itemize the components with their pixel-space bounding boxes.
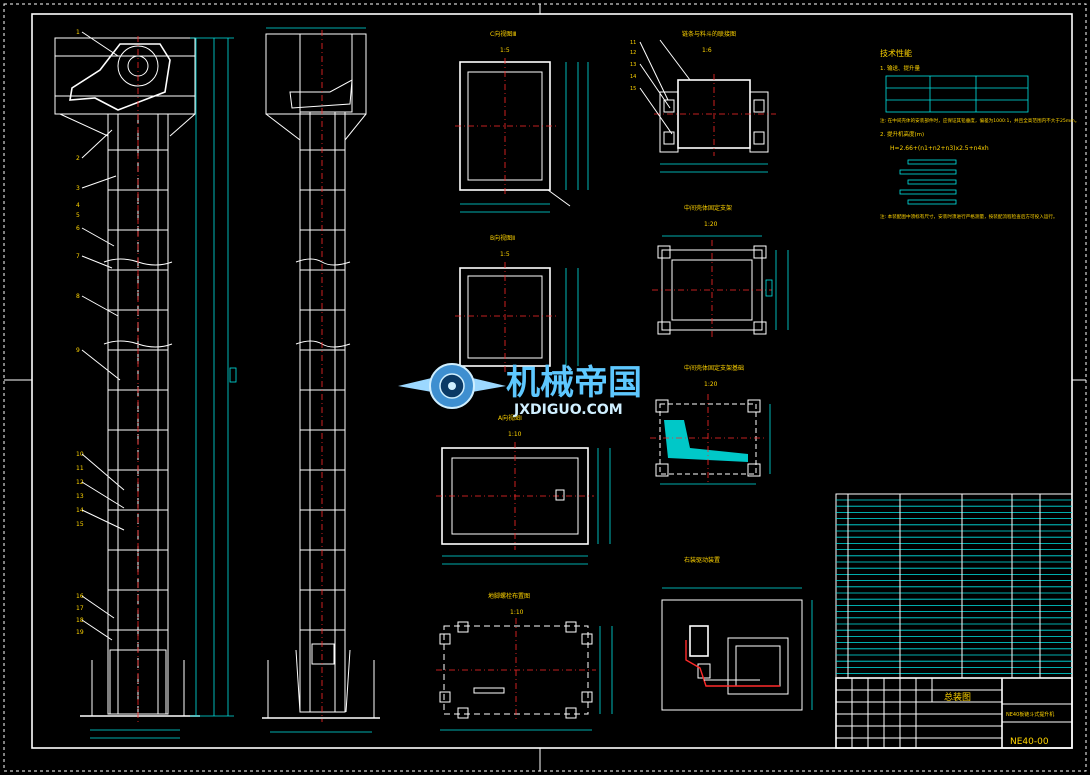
b-view-scale: 1:5 <box>500 251 510 258</box>
tech-note-2: 注: 本装配图中须标有尺寸，安装时须进行严格测量，按装配流程检查后方可投入运行。 <box>880 213 1058 220</box>
bolt-layout-view: 地脚螺栓布置图 1:10 <box>436 592 613 731</box>
part-label: 17 <box>76 605 84 612</box>
part-label: 15 <box>76 521 84 528</box>
part-label: 4 <box>76 202 80 209</box>
watermark-sub-text: JXDIGUO.COM <box>513 402 623 418</box>
tech-item-2: 2. 提升机高度(m) <box>880 130 924 138</box>
part-label: 14 <box>76 507 84 514</box>
chain-view-scale: 1:6 <box>702 47 712 54</box>
mid-support-base-title: 中间壳体固定支架基础 <box>684 364 744 372</box>
chain-part-label: 13 <box>630 62 636 68</box>
c-view: C向视图Ⅲ 1:5 <box>455 30 589 213</box>
mid-support-view: 中间壳体固定支架 1:20 <box>652 204 789 340</box>
chain-part-label: 12 <box>630 50 636 56</box>
part-label: 5 <box>76 212 80 219</box>
watermark: 机械帝国 JXDIGUO.COM <box>398 363 642 418</box>
a-view: A向视图Ⅰ 1:10 <box>436 414 611 565</box>
part-label: 6 <box>76 225 80 232</box>
part-label: 1 <box>76 29 80 36</box>
a-view-title: A向视图Ⅰ <box>498 414 522 422</box>
part-label: 3 <box>76 185 80 192</box>
part-label: 16 <box>76 593 84 600</box>
part-label: 18 <box>76 617 84 624</box>
drive-layout-title: 右装驱动装置 <box>684 556 720 564</box>
chain-part-label: 15 <box>630 86 636 92</box>
drawing-name: 总装图 <box>944 691 971 703</box>
part-label: 10 <box>76 451 84 458</box>
watermark-logo-icon <box>398 363 506 409</box>
chain-hopper-view: 链条与料斗的联接图 1:6 11 12 13 14 15 <box>630 30 776 173</box>
part-label: 8 <box>76 293 80 300</box>
chain-view-title: 链条与料斗的联接图 <box>682 30 736 38</box>
front-elevation-view <box>54 36 237 739</box>
tech-formula: H=2.66+(n1+n2+n3)x2.5+n4xh <box>890 145 989 152</box>
c-view-title: C向视图Ⅲ <box>490 30 516 38</box>
tech-table-2 <box>899 159 957 205</box>
part-label: 9 <box>76 347 80 354</box>
drive-layout-view: 右装驱动装置 <box>661 556 813 711</box>
part-label: 19 <box>76 629 84 636</box>
b-view: B向视图Ⅱ 1:5 <box>455 234 579 372</box>
technical-performance-block: 技术性能 1. 输送、提升量 注: 在中间壳体的安装部件时，应保证其铅垂度，偏差… <box>880 48 1079 220</box>
mid-support-title: 中间壳体固定支架 <box>684 204 732 212</box>
part-label: 7 <box>76 253 80 260</box>
parts-list-table <box>835 493 1073 679</box>
part-number-callouts: 1 2 3 4 5 6 7 8 9 10 11 12 13 14 15 16 1… <box>76 29 125 641</box>
c-view-scale: 1:5 <box>500 47 510 54</box>
bolt-layout-scale: 1:10 <box>510 609 524 616</box>
tech-title: 技术性能 <box>880 48 912 58</box>
mid-support-base-view: 中间壳体固定支架基础 1:20 <box>650 364 771 485</box>
chain-part-label: 14 <box>630 74 636 80</box>
bolt-layout-title: 地脚螺栓布置图 <box>488 592 530 600</box>
part-label: 13 <box>76 493 84 500</box>
mid-support-scale: 1:20 <box>704 221 718 228</box>
tech-note-1: 注: 在中间壳体的安装部件时，应保证其铅垂度，偏差为1000:1，并且全高范围内… <box>880 117 1079 124</box>
title-block: 总装图 NE40板链斗式提升机 NE40-00 <box>835 677 1073 749</box>
b-view-title: B向视图Ⅱ <box>490 234 515 242</box>
mid-support-base-scale: 1:20 <box>704 381 718 388</box>
drawing-number: NE40-00 <box>1010 737 1049 747</box>
side-frame-rungs <box>300 149 345 631</box>
part-label: 2 <box>76 155 80 162</box>
drawing-frame <box>3 3 1087 772</box>
watermark-main-text: 机械帝国 <box>506 363 642 403</box>
product-name: NE40板链斗式提升机 <box>1006 711 1054 718</box>
tech-item-1: 1. 输送、提升量 <box>880 64 920 72</box>
tech-table-1 <box>885 75 1029 113</box>
a-view-scale: 1:10 <box>508 431 522 438</box>
chain-part-label: 11 <box>630 40 636 46</box>
side-elevation-view <box>262 27 380 733</box>
part-label: 11 <box>76 465 84 472</box>
part-label: 12 <box>76 479 84 486</box>
